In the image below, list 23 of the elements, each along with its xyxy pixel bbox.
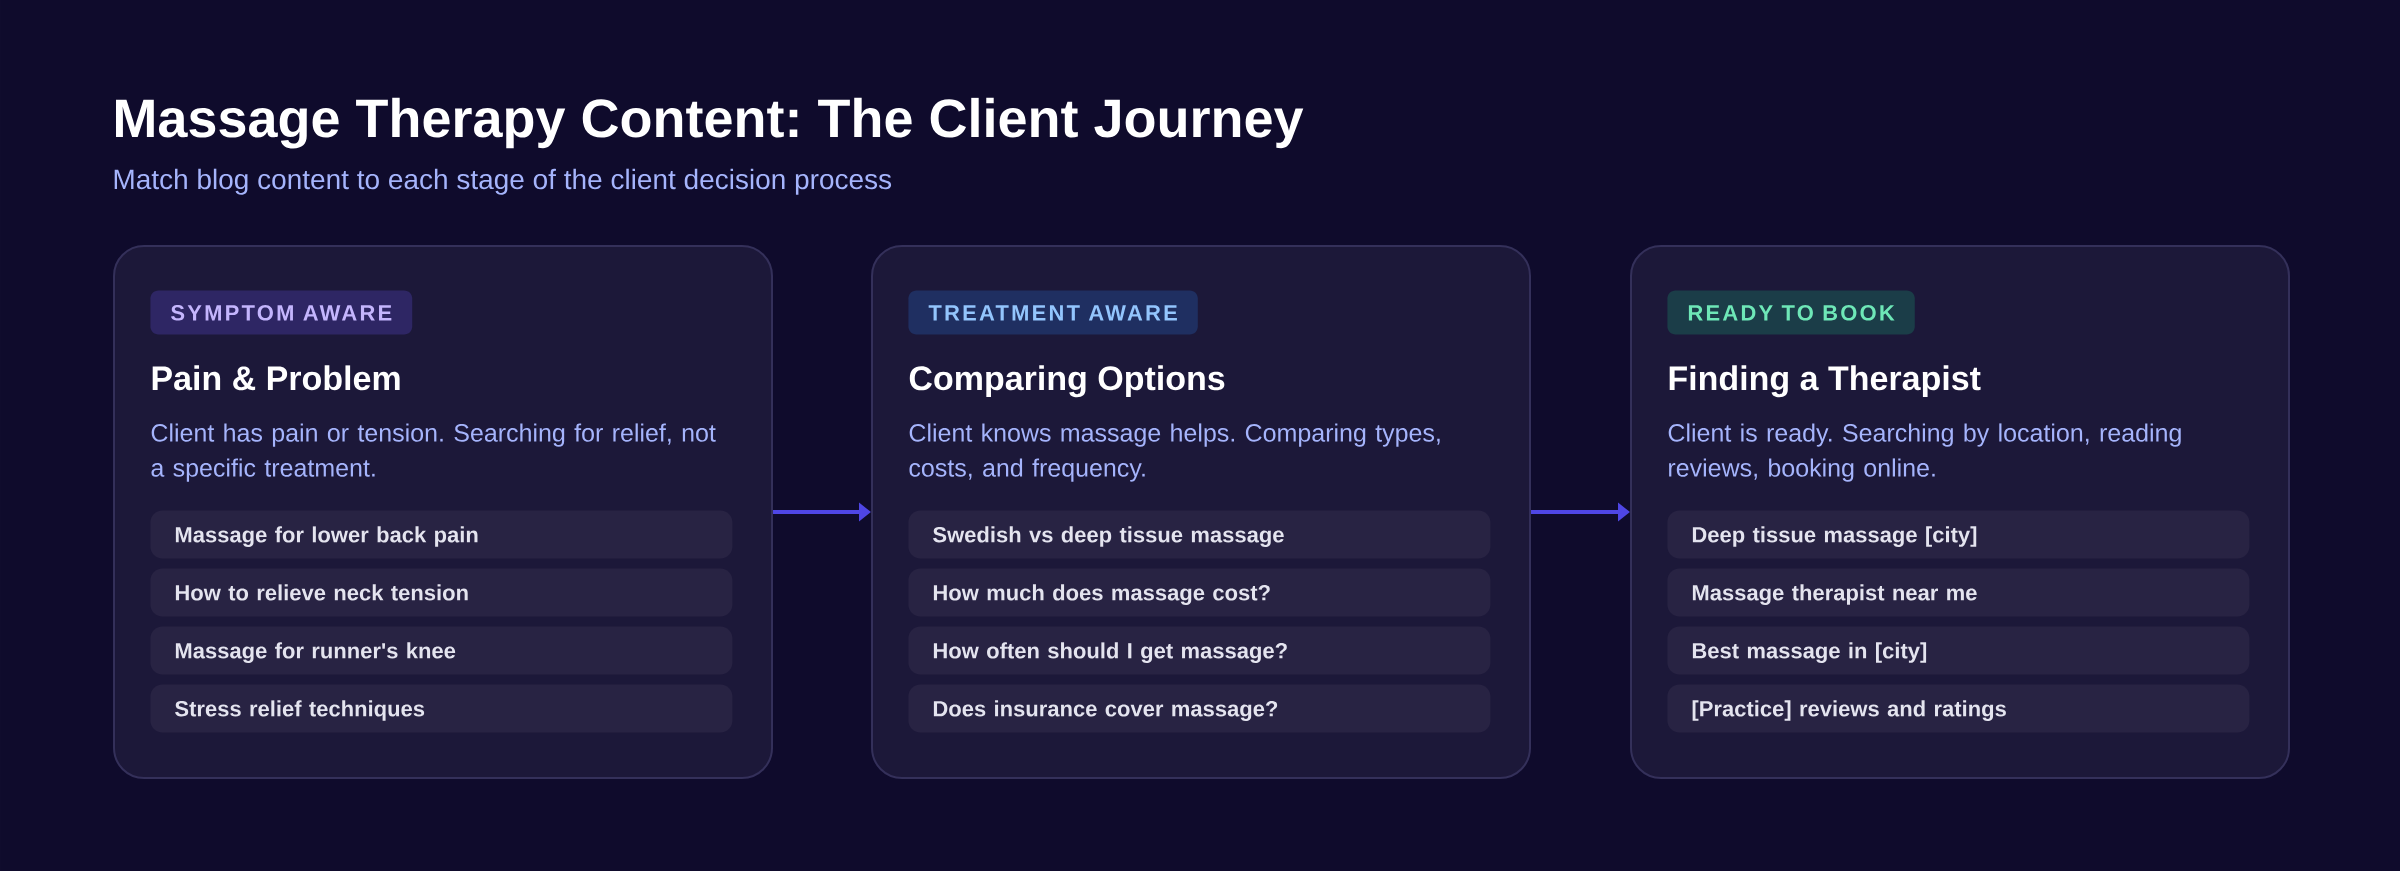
list-item: Best massage in [city] (1667, 626, 2250, 675)
list-item: Massage for runner's knee (150, 626, 733, 675)
list-item: Massage therapist near me (1667, 568, 2250, 617)
list-item: Swedish vs deep tissue massage (908, 510, 1491, 559)
card-heading: Finding a Therapist (1669, 365, 1981, 398)
list-item: How much does massage cost? (908, 568, 1491, 617)
card-heading: Pain & Problem (152, 365, 400, 391)
list-item: [Practice] reviews and ratings (1667, 684, 2250, 733)
stage-badge: TREATMENT AWARE (908, 290, 1198, 335)
list-item: Does insurance cover massage? (908, 684, 1491, 733)
list-item: How often should I get massage? (908, 626, 1491, 675)
stage-badge: SYMPTOM AWARE (150, 290, 413, 335)
subtitle: Match blog content to each stage of the client decision process (114, 168, 892, 195)
stage-badge: READY TO BOOK (1667, 290, 1915, 335)
card-description: Client is ready. Searching by location, reading reviews, booking online. (1668, 423, 2181, 482)
title: Massage Therapy Content: The Client Journey (116, 97, 1304, 149)
list-item: How to relieve neck tension (150, 568, 733, 617)
list-item: Stress relief techniques (150, 684, 733, 733)
card-description: Client has pain or tension. Searching for relief, not a specific treatment. (151, 423, 716, 482)
card-description: Client knows massage helps. Comparing types, costs, and frequency. (909, 423, 1440, 482)
list-item: Deep tissue massage [city] (1667, 510, 2250, 559)
list-item: Massage for lower back pain (150, 510, 733, 559)
card-heading: Comparing Options (909, 365, 1225, 398)
